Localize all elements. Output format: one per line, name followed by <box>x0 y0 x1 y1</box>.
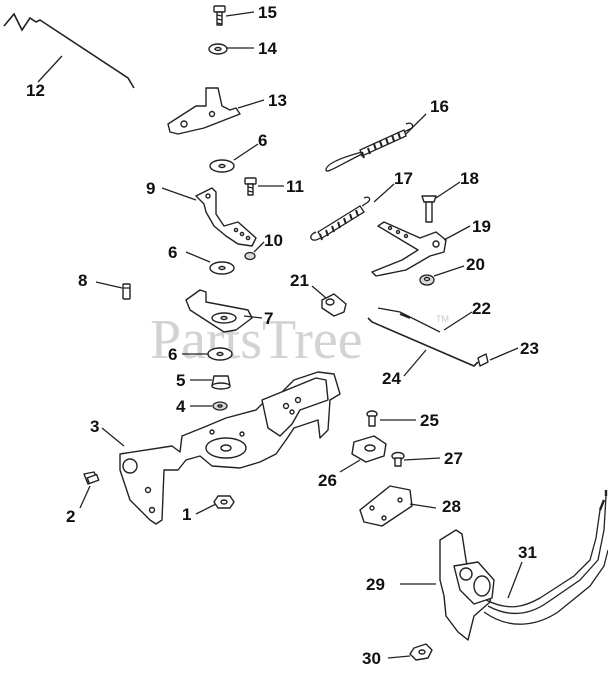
part-30-screw[interactable] <box>409 643 433 661</box>
callout-20: 20 <box>466 255 485 274</box>
callout-11: 11 <box>286 177 304 196</box>
part-5-nut[interactable] <box>211 375 231 390</box>
part-3-control-bracket[interactable] <box>119 371 341 525</box>
leader-lines <box>37 11 523 659</box>
part-4-washer[interactable] <box>212 401 228 411</box>
callout-12: 12 <box>26 81 45 100</box>
part-10-nut[interactable] <box>244 251 256 261</box>
callout-4: 4 <box>176 397 186 416</box>
part-15-screw[interactable] <box>213 5 226 26</box>
callout-17: 17 <box>394 169 413 188</box>
callout-7: 7 <box>264 309 273 328</box>
callout-22: 22 <box>472 299 491 318</box>
part-24-link-rod[interactable] <box>367 317 479 367</box>
part-23-screw[interactable] <box>477 353 489 367</box>
part-20-nut[interactable] <box>419 274 435 286</box>
part-6-washer-bottom[interactable] <box>207 347 233 361</box>
part-6-washer-middle[interactable] <box>209 261 235 275</box>
part-2-screw[interactable] <box>83 471 100 485</box>
callout-26: 26 <box>318 471 337 490</box>
callout-1: 1 <box>182 505 191 524</box>
callout-31: 31 <box>518 543 537 562</box>
callout-8: 8 <box>78 271 87 290</box>
callout-14: 14 <box>258 39 277 58</box>
part-26-clamp[interactable] <box>351 435 387 463</box>
callout-19: 19 <box>472 217 491 236</box>
callout-10: 10 <box>264 231 283 250</box>
callout-25: 25 <box>420 411 439 430</box>
part-7-plate[interactable] <box>185 289 253 333</box>
callout-13: 13 <box>268 91 287 110</box>
callout-5: 5 <box>176 371 185 390</box>
callout-21: 21 <box>290 271 309 290</box>
part-31-cables[interactable] <box>483 490 608 625</box>
callout-30: 30 <box>362 649 381 668</box>
part-19-control-lever[interactable] <box>371 221 447 277</box>
callout-15: 15 <box>258 3 277 22</box>
part-22-wire[interactable] <box>377 307 441 333</box>
part-29-control-assembly[interactable] <box>439 529 495 641</box>
callout-28: 28 <box>442 497 461 516</box>
part-25-screw[interactable] <box>366 410 378 427</box>
callout-6-bottom: 6 <box>168 345 177 364</box>
callout-24: 24 <box>382 369 401 388</box>
callout-9: 9 <box>146 179 155 198</box>
part-6-washer-top[interactable] <box>209 159 235 173</box>
part-14-washer[interactable] <box>208 43 228 55</box>
part-8-pin[interactable] <box>122 283 131 300</box>
callout-27: 27 <box>444 449 463 468</box>
callout-6-middle: 6 <box>168 243 177 262</box>
callout-18: 18 <box>460 169 479 188</box>
part-1-nut[interactable] <box>213 495 235 509</box>
watermark-trademark: TM <box>436 314 449 324</box>
callout-16: 16 <box>430 97 449 116</box>
part-11-screw[interactable] <box>244 177 257 196</box>
part-13-bracket[interactable] <box>167 87 241 135</box>
part-9-governor-lever[interactable] <box>195 187 257 247</box>
callout-6-top: 6 <box>258 131 267 150</box>
part-17-spring[interactable] <box>310 196 371 241</box>
callout-23: 23 <box>520 339 539 358</box>
part-27-screw[interactable] <box>391 451 405 467</box>
part-16-spring[interactable] <box>325 122 414 172</box>
part-21-clip[interactable] <box>321 293 347 317</box>
callout-29: 29 <box>366 575 385 594</box>
watermark-text: PartsTree <box>150 309 363 371</box>
callout-3: 3 <box>90 417 99 436</box>
part-28-plate[interactable] <box>359 485 413 527</box>
part-12-governor-rod[interactable] <box>3 12 135 89</box>
part-18-bolt[interactable] <box>421 195 437 223</box>
callout-2: 2 <box>66 507 75 526</box>
